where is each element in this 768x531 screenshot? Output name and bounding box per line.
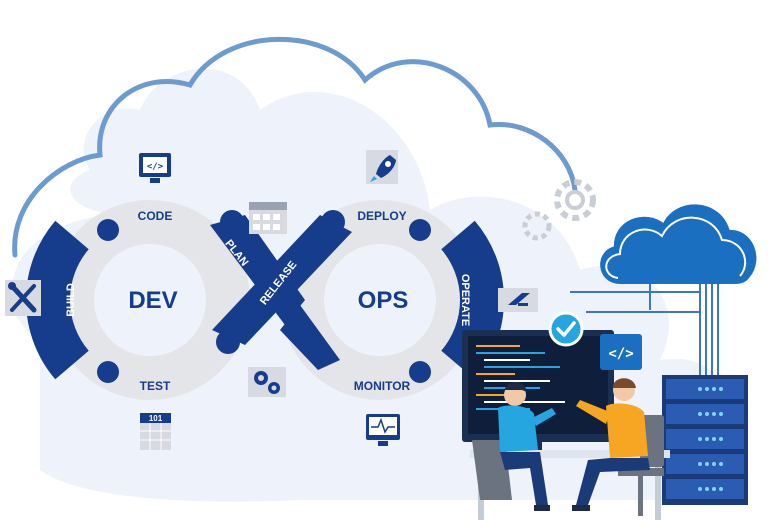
lower-cross-segment [280,305,340,370]
checkmark-icon [548,311,584,347]
build-segment [26,220,90,380]
svg-text:</>: </> [147,162,164,172]
rocket-icon [366,150,398,184]
calendar-icon [249,202,287,234]
knob [97,219,119,241]
release-segment [212,215,352,345]
binary-sheet-icon: 101 [140,413,171,450]
dev-ring [50,200,250,400]
tools-icon [5,280,41,316]
server-rack-icon [662,375,748,505]
binary-label: 101 [149,414,163,423]
stage-monitor: MONITOR [354,379,411,393]
gears-icon [248,367,286,397]
heartbeat-monitor-icon [366,414,400,446]
code-tag-icon: </> [600,334,642,370]
cloud-icon [600,204,757,284]
stage-deploy: DEPLOY [357,209,406,223]
stage-code: CODE [138,209,173,223]
knob [97,361,119,383]
knob [409,219,431,241]
code-tag-label: </> [608,346,633,362]
stage-build: BUILD [65,283,77,317]
code-monitor-icon: </> [139,153,171,183]
stage-operate: OPERATE [459,274,471,326]
developer-person-left [472,382,556,511]
knob [220,210,244,234]
developer-person-right [572,378,664,516]
knob [409,361,431,383]
stage-test: TEST [140,379,171,393]
code-display-monitor [462,330,614,452]
infinity-loop: DEV OPS CODE DEPLOY TEST MONITOR BUILD O… [26,200,504,400]
knob [321,210,345,234]
background-gears-icon [522,179,596,241]
terminal-icon [498,288,538,312]
dev-label: DEV [128,287,177,314]
knob [216,330,240,354]
ops-label: OPS [358,287,409,314]
network-cables [570,284,719,375]
